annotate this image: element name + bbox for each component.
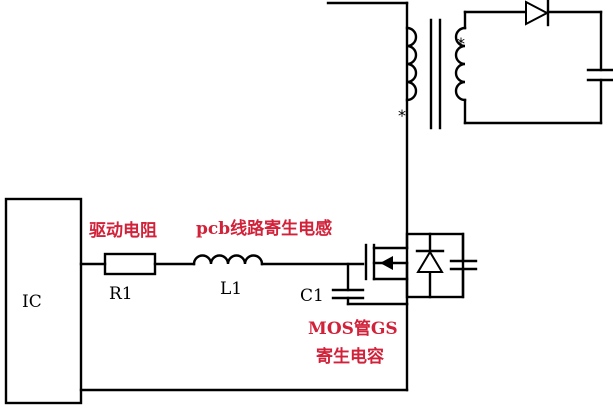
r1-resistor: [103, 252, 157, 276]
rectifier-diode-triangle: [525, 0, 550, 26]
mosfet-parallel-box: [405, 232, 465, 299]
drive-resistor-annotation: 驱动电阻: [89, 220, 157, 241]
mos-gs-annotation-line2: 寄生电容: [316, 346, 384, 367]
ic-block: [4, 197, 83, 405]
body-diode-triangle: [416, 250, 444, 273]
l1-inductor: [192, 254, 264, 266]
ic-label: IC: [22, 292, 42, 312]
transformer-secondary-winding: [454, 26, 467, 102]
mosfet-body-arrow: [380, 256, 393, 270]
l1-label: L1: [220, 279, 242, 299]
mos-gs-annotation-line1: MOS管GS: [308, 318, 398, 339]
c1-label: C1: [300, 286, 324, 306]
transformer-primary-winding: [405, 26, 418, 102]
pcb-inductance-annotation: pcb线路寄生电感: [196, 218, 332, 239]
r1-label: R1: [109, 284, 133, 304]
secondary-dot-marker: *: [457, 34, 465, 53]
primary-dot-marker: *: [398, 106, 406, 125]
